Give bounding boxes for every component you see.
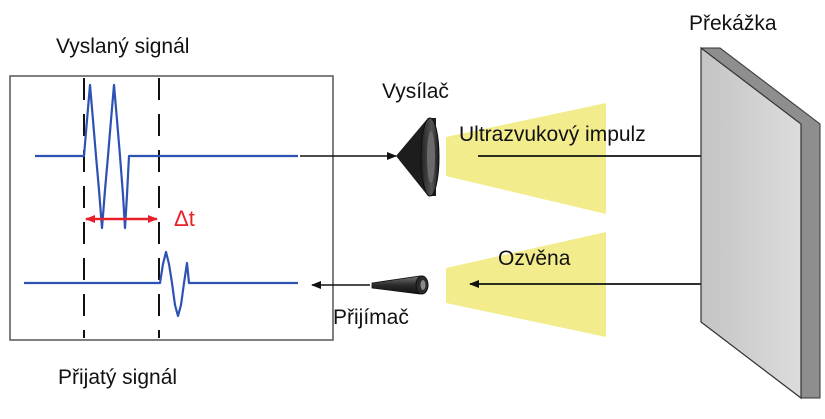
transmitter-beam: [446, 103, 606, 214]
received-signal-waveform: [24, 250, 298, 318]
sent-signal-waveform: [35, 83, 298, 230]
receiver-label: Přijímač: [333, 306, 409, 329]
obstacle-label: Překážka: [689, 12, 777, 35]
echo-label: Ozvěna: [498, 247, 571, 270]
ultrasonic-pulse-label: Ultrazvukový impulz: [459, 123, 646, 146]
received-signal-label: Přijatý signál: [58, 366, 178, 389]
receiver-icon: [371, 275, 429, 295]
sent-signal-label: Vyslaný signál: [56, 35, 190, 58]
obstacle-front: [700, 46, 802, 400]
oscilloscope-frame: [9, 75, 334, 341]
transmitter-label: Vysílač: [382, 80, 449, 103]
transmitter-icon: [396, 117, 440, 197]
obstacle-edge: [719, 47, 821, 125]
delta-t-label: Δt: [174, 206, 195, 231]
